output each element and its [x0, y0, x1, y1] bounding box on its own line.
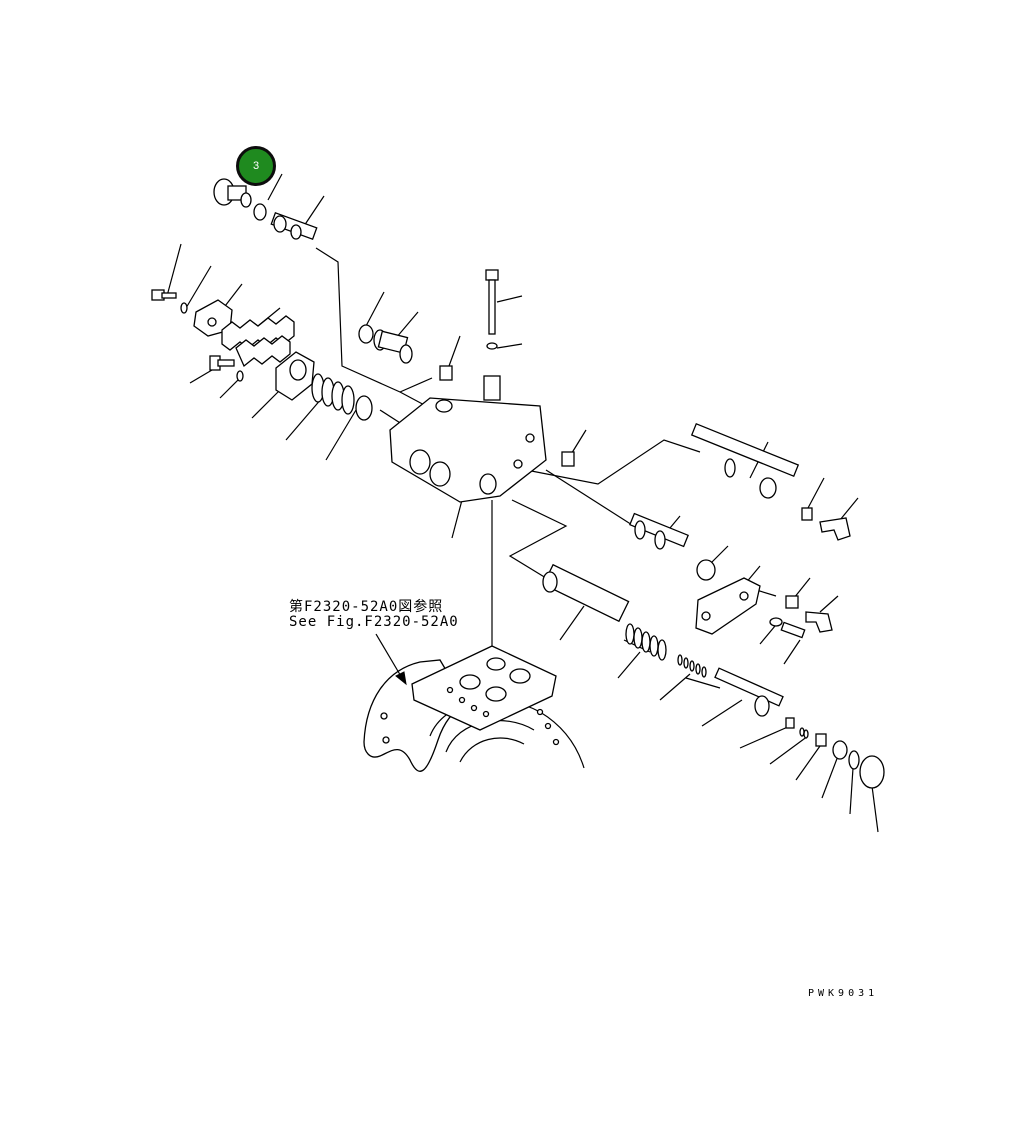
part-spring-small [677, 654, 707, 678]
part-adjust-screw [714, 667, 784, 717]
part-plug [213, 178, 252, 208]
part-end-disc [859, 755, 885, 789]
part-cap [696, 559, 716, 581]
part-gasket [221, 315, 295, 368]
part-end-ring [848, 750, 860, 770]
reference-label-en: See Fig.F2320-52A0 [289, 614, 459, 630]
part-spool-upper [270, 212, 318, 240]
part-bolt-mid [209, 355, 235, 371]
drawing-code: PWK9031 [808, 988, 879, 999]
part-bracket-plate [695, 577, 761, 635]
part-small-plug [815, 733, 827, 747]
part-washer-top [486, 342, 498, 350]
part-washer-left [180, 302, 188, 314]
part-bolt-left [151, 289, 177, 301]
part-spring-mid [625, 623, 667, 661]
part-o-ring-large [355, 395, 373, 421]
part-sleeve [542, 563, 630, 623]
part-plug-small [439, 365, 453, 381]
part-snap-ring [358, 324, 374, 344]
part-lever-bracket [805, 611, 833, 633]
part-mounting-case [363, 645, 585, 772]
part-small-nut [785, 717, 795, 729]
reference-arrow [375, 633, 407, 686]
part-spring-large [311, 373, 355, 415]
part-long-bolt [485, 269, 499, 335]
part-nut-right [801, 507, 813, 521]
part-spool-right-mid [629, 512, 689, 550]
part-end-cap [832, 740, 848, 760]
part-washer-bracket [769, 617, 783, 627]
part-lever-right [819, 517, 851, 541]
part-tiny-spring [799, 727, 809, 739]
part-o-ring-small [253, 203, 267, 221]
part-piston [373, 329, 413, 364]
part-bolt-bracket [780, 621, 806, 639]
reference-label-jp: 第F2320-52A0図参照 [289, 599, 444, 615]
part-washer-mid [236, 370, 244, 382]
part-spool-right-upper [690, 422, 800, 499]
callout-badge-3[interactable]: 3 [236, 146, 276, 186]
part-nut-side [561, 451, 575, 467]
part-valve-body [389, 375, 547, 503]
part-nut-bracket [785, 595, 799, 609]
leader-lines [166, 173, 879, 833]
